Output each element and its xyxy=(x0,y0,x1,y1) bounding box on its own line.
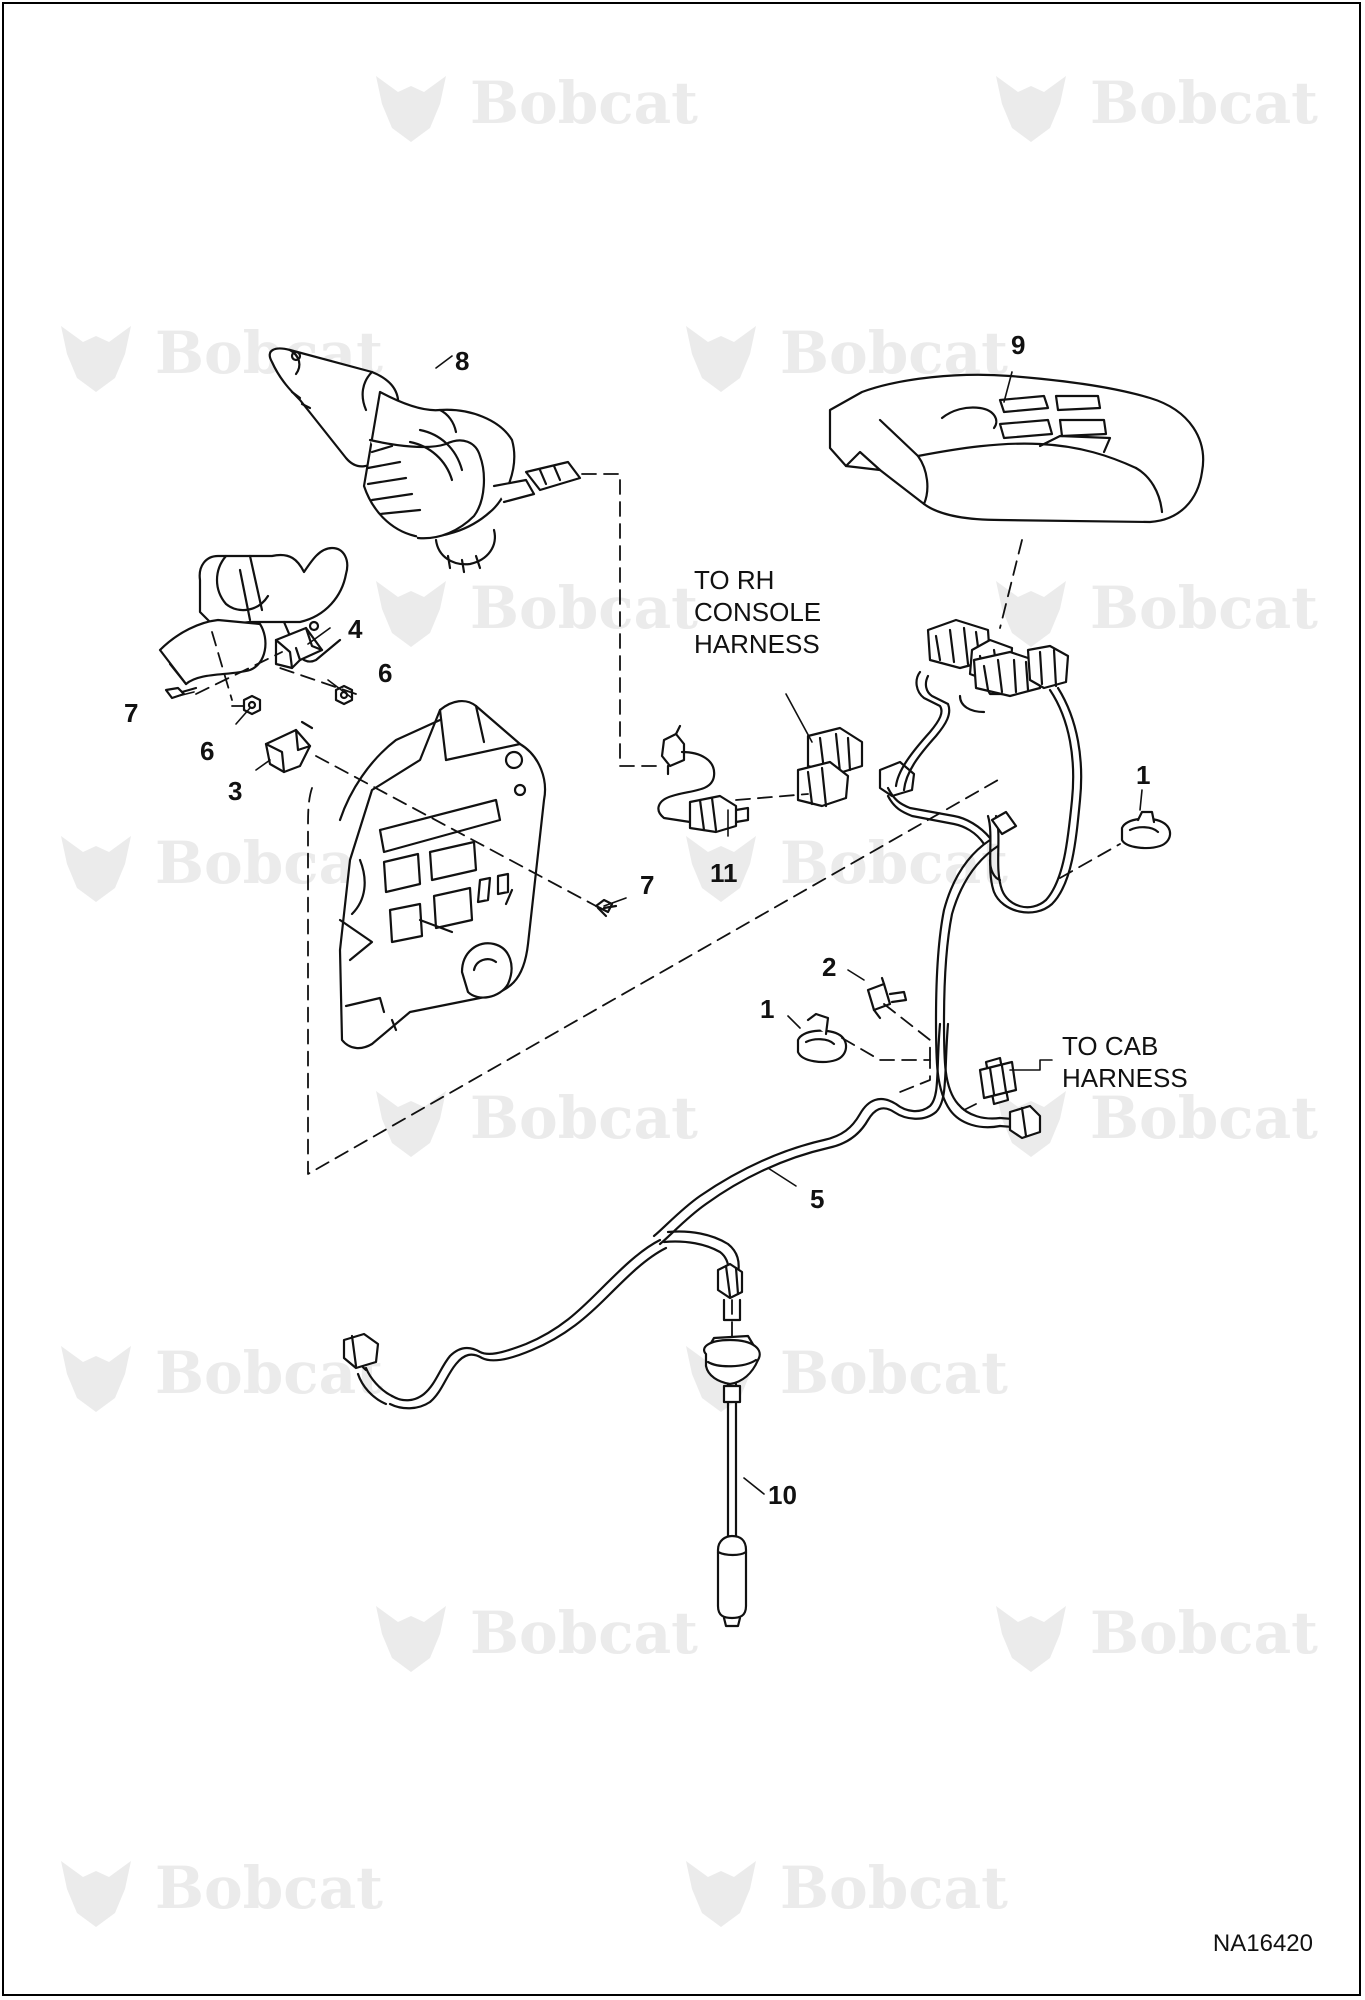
bobcat-watermark: Bobcat xyxy=(680,1855,1008,1931)
bobcat-logo-icon xyxy=(55,1340,137,1416)
cab-connector xyxy=(978,1056,1018,1106)
callout-1: 1 xyxy=(760,994,775,1024)
bobcat-watermark: Bobcat xyxy=(990,1600,1318,1676)
watermark-text: Bobcat xyxy=(470,69,698,137)
bobcat-logo-icon xyxy=(990,1600,1072,1676)
bobcat-logo-icon xyxy=(370,70,452,146)
bobcat-logo-icon xyxy=(55,320,137,396)
callout-leaders xyxy=(177,355,1143,1495)
bobcat-watermark: Bobcat xyxy=(370,1085,698,1161)
mount-bracket xyxy=(158,546,349,686)
bobcat-logo-icon xyxy=(55,1855,137,1931)
bobcat-watermark: Bobcat xyxy=(370,575,698,651)
switch-part-4 xyxy=(274,626,324,670)
callout-7: 7 xyxy=(124,698,139,728)
note-to-cab-harness: TO CAB HARNESS xyxy=(1062,1030,1188,1094)
watermark-text: Bobcat xyxy=(155,829,383,897)
callout-6: 6 xyxy=(200,736,215,766)
watermark-text: Bobcat xyxy=(470,1599,698,1667)
callout-11: 11 xyxy=(710,858,738,888)
bobcat-logo-icon xyxy=(370,575,452,651)
watermark-text: Bobcat xyxy=(1090,574,1318,642)
note-line: CONSOLE xyxy=(694,597,822,627)
callout-9: 9 xyxy=(1011,330,1026,360)
bobcat-logo-icon xyxy=(680,830,762,906)
bobcat-logo-icon xyxy=(990,70,1072,146)
callout-1: 1 xyxy=(1136,760,1151,790)
fuel-sender-part-10 xyxy=(703,1262,761,1628)
callout-4: 4 xyxy=(348,614,363,644)
bobcat-watermark: Bobcat xyxy=(370,70,698,146)
note-to-rh-console-harness: TO RH CONSOLE HARNESS xyxy=(694,564,821,660)
bobcat-logo-icon xyxy=(370,1085,452,1161)
main-harness-part-5 xyxy=(342,670,1083,1410)
dashed-leader-lines xyxy=(195,473,1121,1341)
console-plate xyxy=(338,700,546,1050)
tie-clip-part-1b xyxy=(796,1012,848,1063)
note-line: HARNESS xyxy=(1062,1063,1188,1093)
watermark-text: Bobcat xyxy=(1090,1084,1318,1152)
note-line: HARNESS xyxy=(694,629,820,659)
watermark-text: Bobcat xyxy=(1090,69,1318,137)
bobcat-logo-icon xyxy=(370,1600,452,1676)
bobcat-logo-icon xyxy=(680,320,762,396)
callout-10: 10 xyxy=(768,1480,797,1510)
bobcat-logo-icon xyxy=(990,575,1072,651)
clip-part-2 xyxy=(866,976,908,1020)
bobcat-watermark: Bobcat xyxy=(990,70,1318,146)
bobcat-watermark: Bobcat xyxy=(990,1085,1318,1161)
bobcat-watermark: Bobcat xyxy=(990,575,1318,651)
rh-console-connectors xyxy=(796,726,916,808)
bobcat-logo-icon xyxy=(55,830,137,906)
watermark-text: Bobcat xyxy=(780,1339,1008,1407)
note-line: TO CAB xyxy=(1062,1031,1159,1061)
note-line: TO RH xyxy=(694,565,775,595)
tie-clip-part-1a xyxy=(1120,810,1172,850)
switch-part-3 xyxy=(264,720,314,774)
bobcat-watermark: Bobcat xyxy=(55,830,383,906)
callout-2: 2 xyxy=(822,952,837,982)
armrest-part-9 xyxy=(828,373,1205,524)
watermark-text: Bobcat xyxy=(470,574,698,642)
bobcat-logo-icon xyxy=(680,1855,762,1931)
watermark-text: Bobcat xyxy=(1090,1599,1318,1667)
bobcat-watermark: Bobcat xyxy=(370,1600,698,1676)
main-connectors-lower xyxy=(972,644,1070,698)
document-id: NA16420 xyxy=(1212,1930,1313,1957)
callout-6: 6 xyxy=(378,658,393,688)
callout-8: 8 xyxy=(455,346,470,376)
watermark-text: Bobcat xyxy=(780,1854,1008,1922)
callout-7: 7 xyxy=(640,870,655,900)
bobcat-watermark: Bobcat xyxy=(55,1855,383,1931)
bobcat-watermark: Bobcat xyxy=(680,320,1008,396)
callout-5: 5 xyxy=(810,1184,825,1214)
joystick-part-8 xyxy=(268,347,582,574)
watermark-text: Bobcat xyxy=(155,1854,383,1922)
connector-part-11 xyxy=(657,724,750,834)
watermark-text: Bobcat xyxy=(780,319,1008,387)
watermark-text: Bobcat xyxy=(470,1084,698,1152)
callout-3: 3 xyxy=(228,776,243,806)
